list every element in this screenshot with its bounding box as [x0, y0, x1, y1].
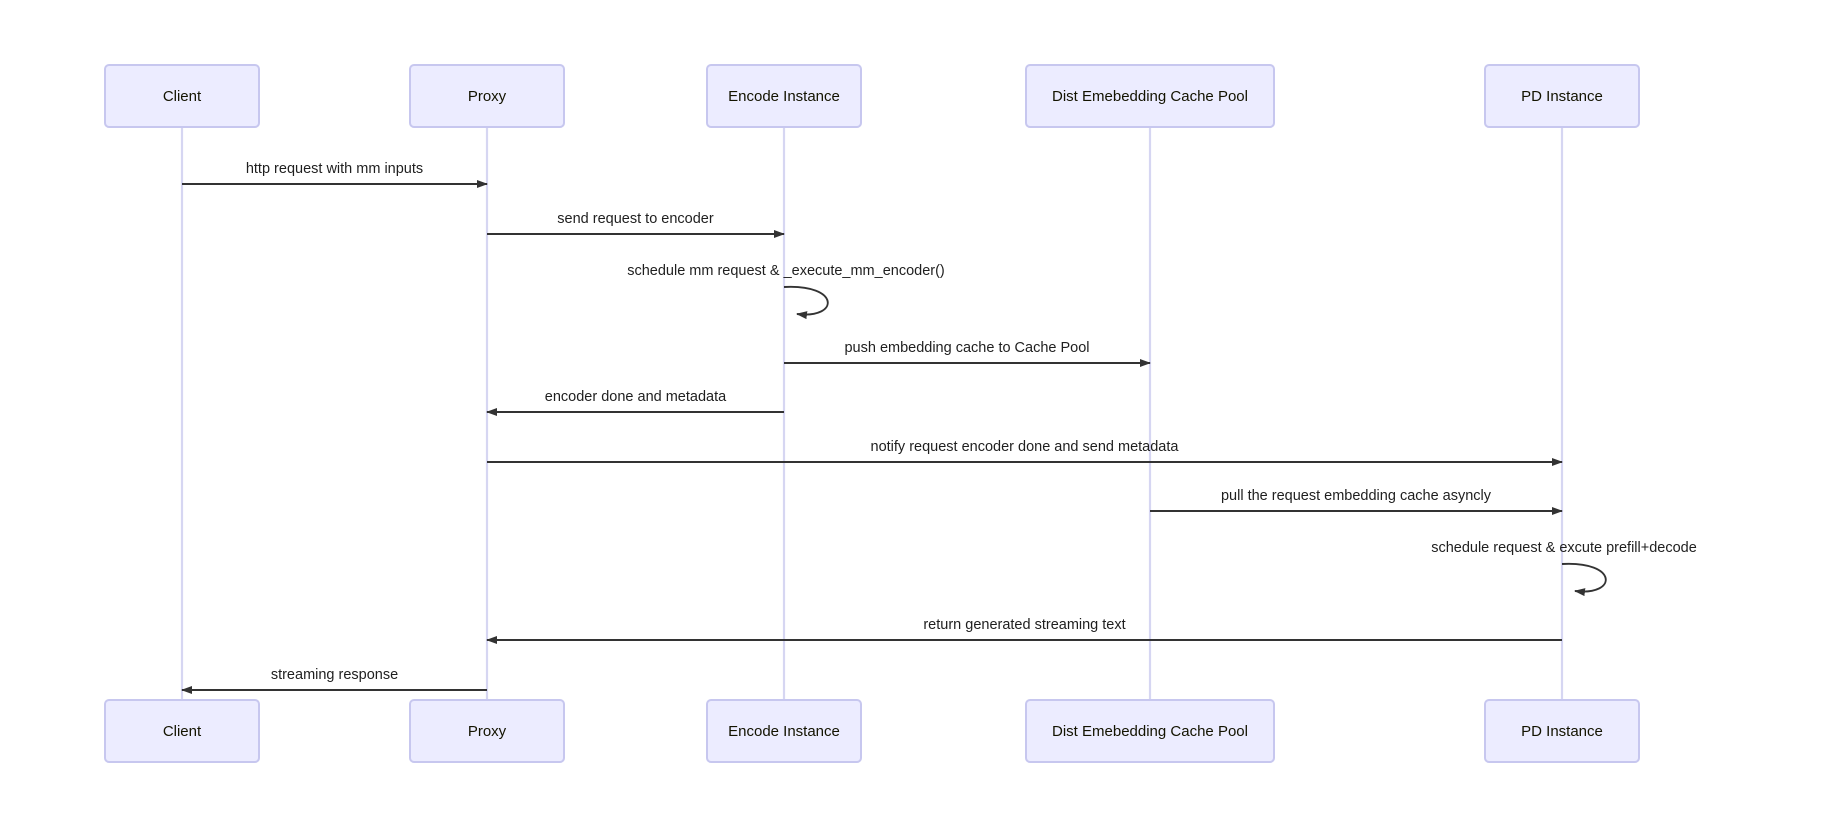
message-label-7: pull the request embedding cache asyncly: [1221, 488, 1492, 504]
message-label-4: push embedding cache to Cache Pool: [844, 340, 1089, 356]
actor-label-cachepool-bottom: Dist Emebedding Cache Pool: [1052, 723, 1248, 740]
lifelines-group: [180, 127, 1564, 700]
actor-box-client-top[interactable]: [104, 64, 260, 128]
actors-top-group: Client Proxy Encode Instance Dist Emebeddin…: [104, 64, 1640, 128]
actor-label-encode-bottom: Encode Instance: [728, 723, 840, 740]
actor-box-proxy-top[interactable]: [409, 64, 565, 128]
actor-box-cachepool-top[interactable]: [1025, 64, 1275, 128]
message-label-2: send request to encoder: [557, 211, 714, 227]
actors-bottom-group: Client Proxy Encode Instance Dist Emebeddin…: [104, 699, 1640, 763]
actor-label-client-top: Client: [163, 88, 202, 105]
message-label-9: return generated streaming text: [923, 617, 1125, 633]
actor-label-proxy-bottom: Proxy: [468, 723, 507, 740]
message-self-loop-8: [1561, 563, 1607, 597]
actor-box-encode-bottom[interactable]: [706, 699, 862, 763]
actor-label-pd-top: PD Instance: [1521, 88, 1603, 105]
actor-box-client-bottom[interactable]: [104, 699, 260, 763]
message-label-1: http request with mm inputs: [246, 161, 423, 177]
actor-label-proxy-top: Proxy: [468, 88, 507, 105]
actor-box-encode-top[interactable]: [706, 64, 862, 128]
actor-box-pd-top[interactable]: [1484, 64, 1640, 128]
actor-label-client-bottom: Client: [163, 723, 202, 740]
actor-label-pd-bottom: PD Instance: [1521, 723, 1603, 740]
actor-box-cachepool-bottom[interactable]: [1025, 699, 1275, 763]
messages-group: http request with mm inputs send request …: [181, 161, 1697, 694]
message-self-loop-3: [783, 286, 829, 320]
message-label-5: encoder done and metadata: [545, 389, 727, 405]
actor-label-encode-top: Encode Instance: [728, 88, 840, 105]
actor-box-pd-bottom[interactable]: [1484, 699, 1640, 763]
message-label-8: schedule request & excute prefill+decode: [1431, 540, 1697, 556]
actor-label-cachepool-top: Dist Emebedding Cache Pool: [1052, 88, 1248, 105]
actor-box-proxy-bottom[interactable]: [409, 699, 565, 763]
message-label-3: schedule mm request & _execute_mm_encode…: [627, 263, 945, 279]
message-label-10: streaming response: [271, 667, 398, 683]
message-label-6: notify request encoder done and send met…: [871, 439, 1180, 455]
